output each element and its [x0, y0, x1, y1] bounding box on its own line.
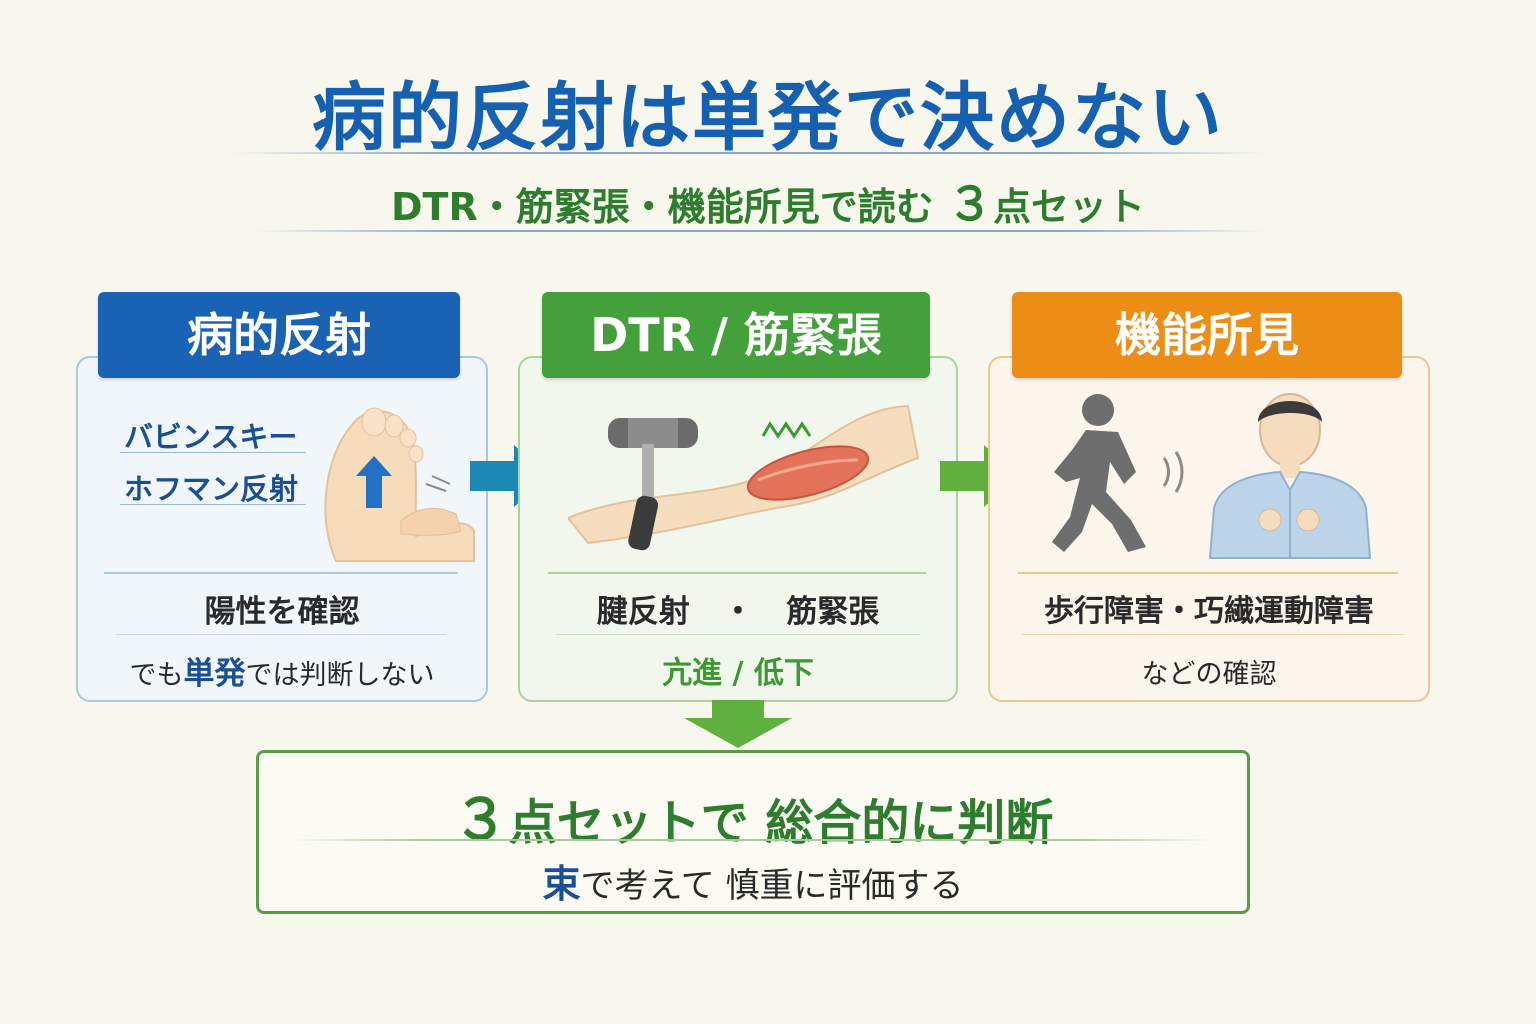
reflex-positive-text: 陽性を確認 [204, 594, 360, 630]
tendon-reflex-label: 腱反射 [596, 594, 690, 630]
caution-pre: でも [129, 660, 184, 691]
caution-emphasis: 単発 [183, 656, 246, 692]
title-rule-bottom [250, 230, 1270, 232]
label-underline [120, 504, 306, 505]
panel-header-function: 機能所見 [1012, 292, 1402, 378]
panel-header-pathological-reflex: 病的反射 [98, 292, 460, 378]
foot-icon [324, 407, 475, 562]
panel-divider [104, 572, 458, 574]
label-babinski: バビンスキー [124, 420, 298, 454]
reflex-caution-text: でも単発では判断しない [76, 648, 488, 693]
row-divider [116, 634, 446, 635]
result-title: ３点セットで 総合的に判断 [259, 775, 1247, 856]
subtitle-suffix: 点セット [992, 185, 1145, 229]
panel-divider [1018, 572, 1398, 574]
dtr-reflex-tone-text: 腱反射 ・ 筋緊張 [518, 586, 958, 631]
label-underline [120, 452, 306, 453]
result-subtitle-emphasis: 束 [542, 862, 581, 906]
person-buttoning-icon [1208, 393, 1372, 559]
arrow-down-icon [684, 700, 792, 748]
panel-divider [548, 572, 926, 574]
result-rule [289, 839, 1217, 841]
caution-post: では判断しない [245, 660, 435, 691]
subtitle-number: ３ [946, 177, 993, 231]
function-confirm-text: などの確認 [1141, 659, 1277, 690]
dtr-increase-decrease-text: 亢進 / 低下 [662, 656, 814, 691]
result-title-number: ３ [452, 788, 509, 853]
page-title: 病的反射は単発で決めない [312, 75, 1224, 161]
label-hoffmann: ホフマン反射 [124, 472, 299, 506]
title-rule-top [230, 152, 1270, 154]
walking-person-icon [1052, 394, 1184, 552]
result-subtitle-rest: で考えて 慎重に評価する [580, 866, 964, 906]
subtitle-prefix: DTR・筋緊張・機能所見で読む [391, 185, 934, 229]
result-title-main: 点セットで 総合的に判断 [508, 795, 1054, 851]
row-divider [1022, 634, 1404, 635]
panel-header-dtr-tone: DTR / 筋緊張 [542, 292, 930, 378]
result-subtitle: 束で考えて 慎重に評価する [259, 853, 1247, 908]
separator-dot: ・ [722, 594, 754, 630]
row-divider [556, 634, 920, 635]
muscle-tone-label: 筋緊張 [786, 594, 880, 630]
result-box: ３点セットで 総合的に判断 束で考えて 慎重に評価する [256, 750, 1250, 914]
function-gait-text: 歩行障害・巧繊運動障害 [1044, 594, 1374, 629]
page-subtitle: DTR・筋緊張・機能所見で読む ３点セット [0, 168, 1536, 234]
reflex-hammer-icon [608, 418, 698, 551]
